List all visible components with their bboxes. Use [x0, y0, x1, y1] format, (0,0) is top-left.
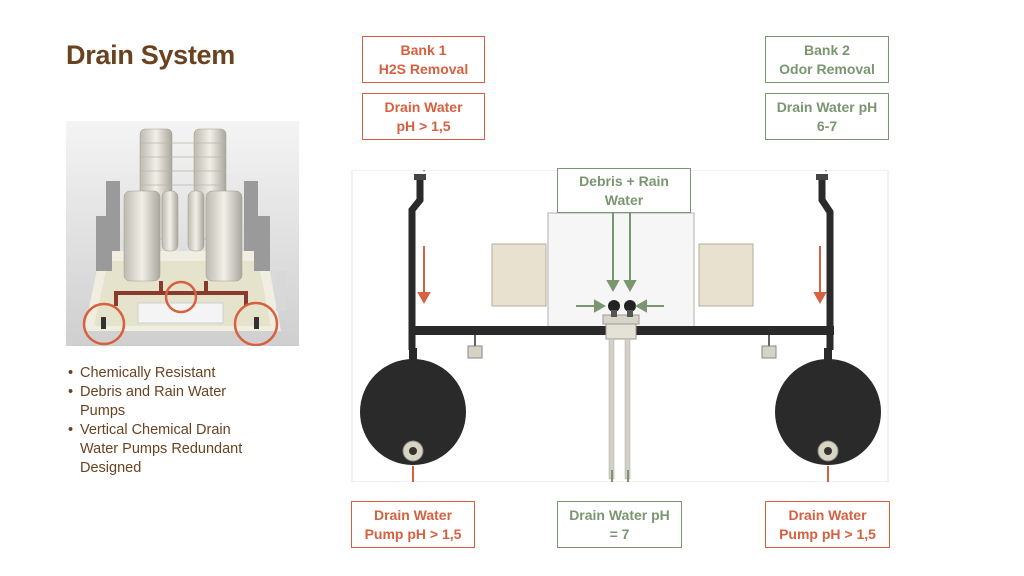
page-title: Drain System [66, 40, 235, 70]
highlight-circle-icon [82, 280, 279, 346]
center-outlet-title: Drain Water pH [569, 506, 670, 523]
list-item: Chemically Resistant [68, 364, 268, 383]
list-item: Vertical Chemical Drain Water Pumps Redu… [68, 421, 268, 478]
right-pump-title: Drain Water [788, 506, 867, 523]
bank1-label: Bank 1 H2S Removal [362, 36, 485, 83]
bank2-title: Bank 2 [804, 41, 850, 58]
left-pump-ph: Pump pH > 1,5 [364, 525, 462, 542]
drain-system-diagram [351, 170, 889, 482]
bank1-title: Bank 1 [400, 41, 447, 58]
left-pump-label: Drain Water Pump pH > 1,5 [351, 501, 475, 548]
right-tank [775, 359, 881, 465]
debris-rain-label: Debris + Rain Water [557, 168, 691, 213]
left-pump-title: Drain Water [373, 506, 453, 523]
debris-subtitle: Water [604, 191, 644, 208]
left-tank [360, 359, 466, 465]
list-item: Debris and Rain Water Pumps [68, 383, 268, 421]
bank1-subtitle: H2S Removal [378, 60, 469, 77]
bank2-label: Bank 2 Odor Removal [765, 36, 889, 83]
feature-list: Chemically Resistant Debris and Rain Wat… [68, 364, 268, 478]
bank2-subtitle: Odor Removal [779, 60, 875, 77]
right-pump-label: Drain Water Pump pH > 1,5 [765, 501, 890, 548]
bank1-drain-label: Drain Water pH > 1,5 [362, 93, 485, 140]
flow-arrow-icon [576, 170, 828, 482]
plant-render-image [66, 121, 299, 346]
center-outlet-ph: = 7 [609, 525, 630, 542]
bank2-drain-title: Drain Water pH [776, 98, 878, 115]
debris-title: Debris + Rain [579, 172, 669, 189]
bank2-drain-label: Drain Water pH 6-7 [765, 93, 889, 140]
flow-arrow-icon [412, 170, 829, 482]
bank1-drain-ph: pH > 1,5 [396, 117, 451, 134]
center-outlet-label: Drain Water pH = 7 [557, 501, 682, 548]
right-pump-ph: Pump pH > 1,5 [779, 525, 876, 542]
bank2-drain-ph: 6-7 [816, 117, 838, 134]
bank1-drain-title: Drain Water [384, 98, 463, 115]
